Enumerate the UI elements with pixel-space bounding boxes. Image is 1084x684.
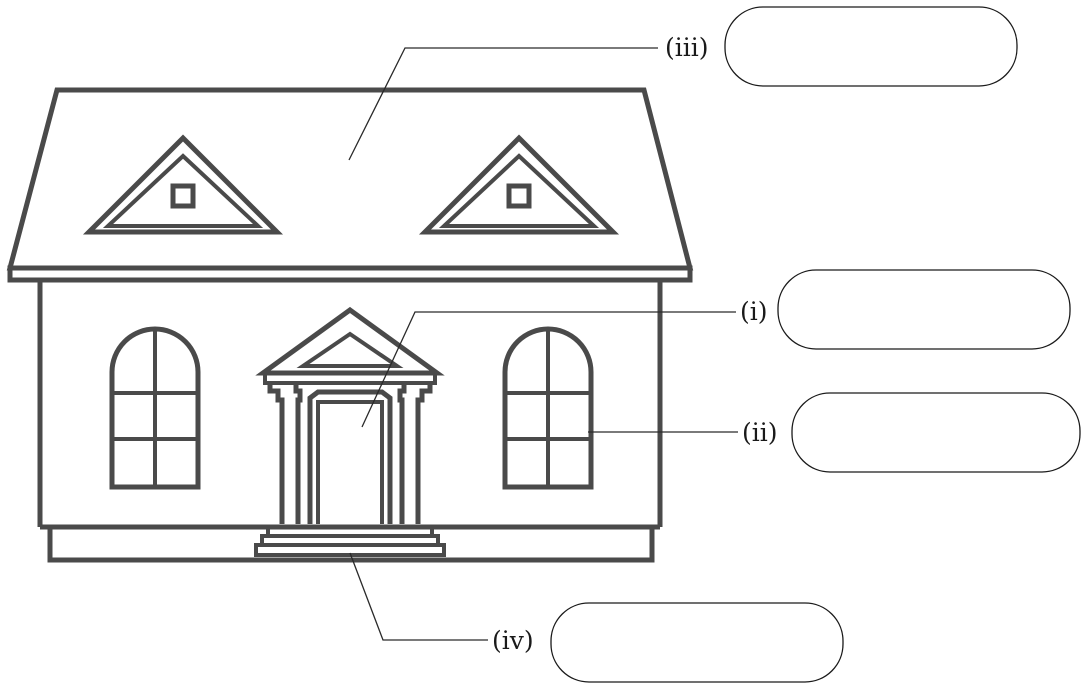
porch-columns [270, 383, 430, 524]
roof-outline [10, 90, 690, 268]
dormer-left [89, 138, 277, 232]
dormer-right [425, 138, 613, 232]
answer-box-iv[interactable] [551, 603, 843, 682]
porch-steps [256, 527, 444, 555]
window-right [505, 329, 591, 487]
answer-box-iii[interactable] [725, 7, 1017, 86]
label-iv: (iv) [492, 626, 534, 655]
answer-box-i[interactable] [778, 270, 1070, 349]
door [310, 392, 390, 524]
leader-lines [349, 48, 738, 640]
roof [10, 90, 690, 280]
label-ii: (ii) [742, 418, 778, 447]
leader-line-iv [350, 553, 488, 640]
answer-box-ii[interactable] [792, 393, 1080, 472]
label-i: (i) [740, 297, 768, 326]
window-left [112, 329, 198, 487]
leader-line-iii [349, 48, 658, 160]
roof-eave [10, 268, 690, 280]
label-iii: (iii) [665, 33, 709, 62]
